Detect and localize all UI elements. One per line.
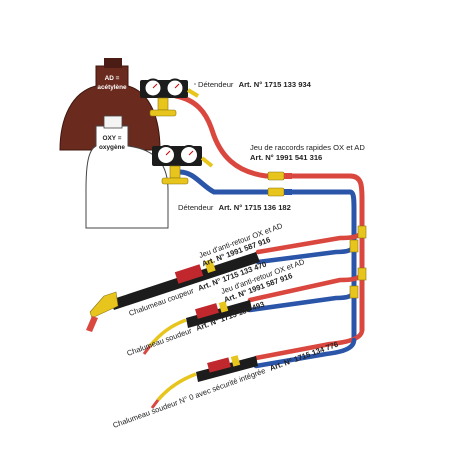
welding-torch-n0 [150,355,258,409]
regulator-ad-art: Art. N° 1715 133 934 [239,80,312,89]
welding-torch [142,300,252,355]
label-quick-couplings: Jeu de raccords rapides OX et AD Art. N°… [250,143,365,162]
acetylene-hose-riser [347,173,365,333]
svg-text:Détendeur Art. N° 1715 1: Détendeur Art. N° 1715 136 182 [178,203,291,212]
welding-torch-n0-art: Art. N° 1715 134 776 [268,340,339,373]
label-regulator-ad: Détendeur Art. N° 1715 133 934 [194,80,312,89]
regulator-oxy-text: Détendeur [178,203,214,212]
acetylene-code-label: AD = [105,75,120,82]
acetylene-name-label: acétylène [97,84,127,91]
welding-torch-text: Chalumeau soudeur [126,326,194,358]
regulator-ad-text: Détendeur [198,80,234,89]
quick-couplings [267,171,292,197]
regulator-oxy-art: Art. N° 1715 136 182 [219,203,291,212]
oxygen-code-label: OXY = [103,135,122,142]
svg-text:Détendeur Art. N° 1715 1: Détendeur Art. N° 1715 133 934 [198,80,312,89]
oxygen-hose-main [177,169,353,195]
oxygen-cylinder: OXY = oxygène [85,115,169,229]
quick-couplings-text: Jeu de raccords rapides OX et AD [250,143,365,152]
acetylene-hose-main [173,93,353,179]
quick-couplings-art: Art. N° 1991 541 316 [250,153,322,162]
label-regulator-oxy: Détendeur Art. N° 1715 136 182 [178,203,291,212]
flashback-arrestors [349,225,367,299]
oxygen-regulator [152,145,214,185]
cutting-torch [86,252,260,332]
oxygen-hose-riser [347,189,357,343]
oxygen-name-label: oxygène [99,144,125,151]
acetylene-regulator [140,78,200,117]
